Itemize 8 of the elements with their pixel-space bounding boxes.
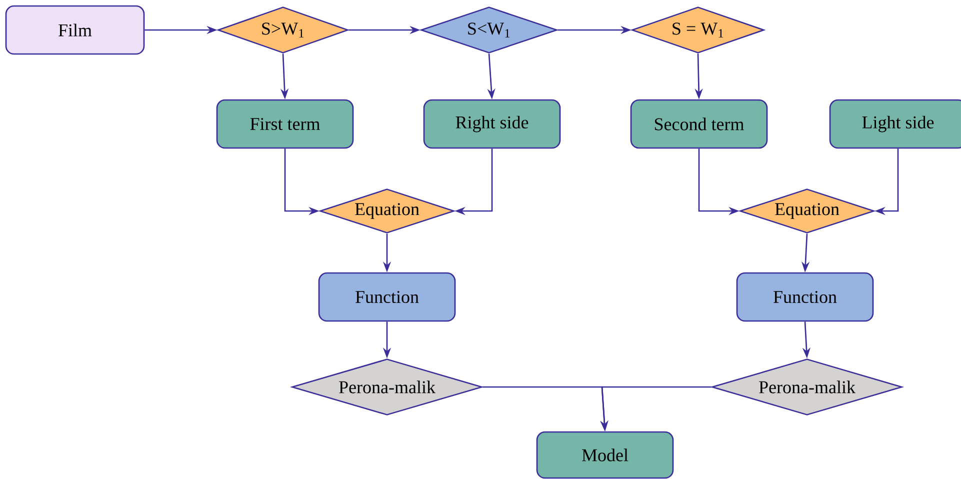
process-box: Light side [829,99,961,149]
process-box: Model [536,431,674,479]
process-box: Right side [423,99,561,149]
process-box: Function [736,272,874,322]
process-box: Film [5,5,145,55]
process-box: Function [318,272,456,322]
process-box: First term [216,99,354,149]
process-box: Second term [630,99,768,149]
